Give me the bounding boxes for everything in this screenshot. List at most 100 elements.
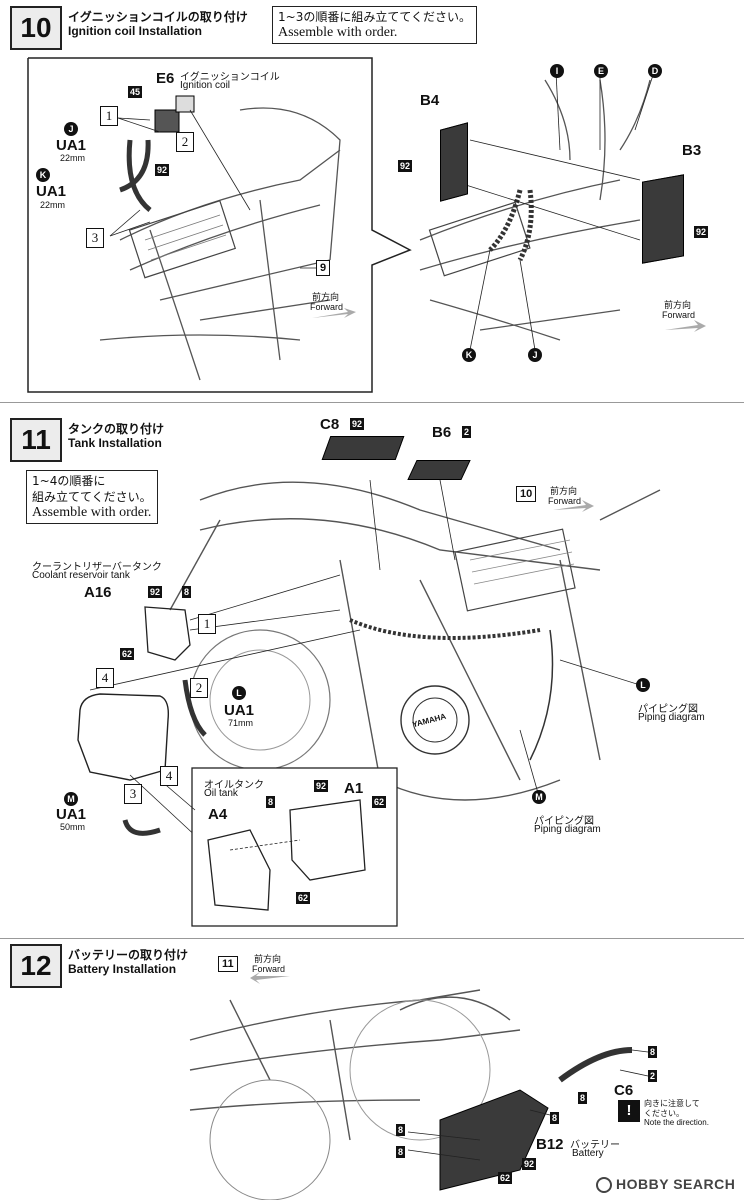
direction-note-en: Note the direction. [644,1118,709,1127]
ignition-coil-jp: イグニッションコイル [180,72,280,83]
piping-l-jp: パイピング図 [638,704,698,715]
order-step-2: 2 [190,678,208,698]
piping-m-en: Piping diagram [534,824,601,835]
part-c8-label: C8 [320,416,340,433]
forward-jp-left: 前方向 [312,293,340,303]
order-step-1: 1 [198,614,216,634]
step-10-detail-panel [27,57,706,393]
oil-tank-jp: オイルタンク [204,780,264,791]
tag-8-right: 8 [550,1112,560,1124]
step-10-title-en: Ignition coil Installation [68,24,202,38]
divider-10-11 [0,402,744,403]
piping-m-jp: パイピング図 [534,816,594,827]
note-jp: 1~3の順番に組み立ててください。 [278,10,471,24]
step-12-title-en: Battery Installation [68,962,177,976]
ua1-50-length: 50mm [60,822,86,832]
tag-8-left-a: 8 [396,1124,406,1136]
step-10-order-note: 1~3の順番に組み立ててください。 Assemble with order. [272,6,477,44]
part-a16-label: A16 [84,584,112,601]
letter-l: L [232,686,246,700]
letter-i: I [550,64,564,78]
piping-l-en: Piping diagram [638,712,705,723]
forward-en-right: Forward [662,310,696,320]
part-c8-shape [321,436,405,460]
ua1-label-a: UA1 [56,137,87,154]
piping-m-marker: M [532,790,546,804]
order-step-3: 3 [86,228,104,248]
order-step-4-bottom: 4 [160,766,178,786]
ref-step-10: 10 [516,486,537,502]
coolant-tank-en: Coolant reservoir tank [32,570,130,581]
part-b12-label: B12 [536,1136,564,1153]
step-12-illustration [189,972,649,1200]
letter-d: D [648,64,662,78]
letter-m: M [64,792,78,806]
tag-45: 45 [128,86,143,98]
battery-en: Battery [572,1148,604,1159]
forward-en: Forward [548,496,582,506]
note-jp-2: 組み立ててください。 [32,490,152,504]
watermark-logo-icon [596,1177,612,1194]
order-step-4-top: 4 [96,668,114,688]
part-b4-label: B4 [420,92,440,109]
order-step-1: 1 [100,106,118,126]
step-10-title-jp: イグニッションコイルの取り付け [68,10,248,24]
ua1-50-label: UA1 [56,806,87,823]
watermark: HOBBY SEARCH [596,1176,736,1194]
step-11-title-jp: タンクの取り付け [68,422,165,436]
note-en: Assemble with order. [278,25,398,40]
tag-8-c6-top: 8 [648,1046,658,1058]
tag-92-b4: 92 [398,160,413,172]
tag-62-battery: 62 [498,1172,513,1184]
note-jp-1: 1~4の順番に [32,474,106,488]
ref-step-9: 9 [316,260,331,276]
oil-tag-8: 8 [266,796,276,808]
step-11-title-en: Tank Installation [68,436,162,450]
coolant-tank-jp: クーラントリザーバータンク [32,562,162,573]
tag-62-a16: 62 [120,648,135,660]
forward-jp-12: 前方向 [254,955,282,965]
forward-en-left: Forward [310,302,344,312]
part-b3-shape [642,174,684,264]
forward-jp-right: 前方向 [664,301,692,311]
tag-8-c6-bottom: 8 [578,1092,588,1104]
tag-92-coil: 92 [155,164,170,176]
letter-j-left: J [64,122,78,136]
part-a1-label: A1 [344,780,364,797]
piping-l-marker: L [636,678,650,692]
divider-11-12 [0,938,744,939]
step-12-number: 12 [10,944,62,988]
part-b4-shape [440,122,468,202]
oil-tag-62-a4: 62 [296,892,311,904]
note-en: Assemble with order. [32,505,152,520]
ua1-length-a: 22mm [60,153,86,163]
caution-icon: ! [618,1100,640,1122]
ua1-length-b: 22mm [40,200,66,210]
tag-8-left-b: 8 [396,1146,406,1158]
direction-note-jp-1: 向きに注意して [644,1099,700,1108]
part-b6-shape [407,460,471,480]
order-step-2: 2 [176,132,194,152]
oil-tank-en: Oil tank [204,788,238,799]
forward-en-12: Forward [252,964,286,974]
ua1-71-length: 71mm [228,718,254,728]
step-10-number: 10 [10,6,62,50]
part-b6-label: B6 [432,424,452,441]
order-step-3: 3 [124,784,142,804]
tag-92-b3: 92 [694,226,709,238]
letter-k-right: K [462,348,476,362]
tag-8-a16: 8 [182,586,192,598]
part-c6-label: C6 [614,1082,634,1099]
watermark-text: HOBBY SEARCH [616,1176,736,1192]
ua1-71-label: UA1 [224,702,255,719]
ignition-coil-en: Ignition coil [180,80,231,91]
step-11-order-note: 1~4の順番に 組み立ててください。 Assemble with order. [26,470,158,524]
oil-tag-62-a1: 62 [372,796,387,808]
tag-2-b6: 2 [462,426,472,438]
step-12-title-jp: バッテリーの取り付け [68,948,189,962]
letter-k-left: K [36,168,50,182]
tag-2-c6: 2 [648,1070,658,1082]
part-a4-label: A4 [208,806,228,823]
tag-92-battery: 92 [522,1158,537,1170]
ref-step-11: 11 [218,956,238,972]
